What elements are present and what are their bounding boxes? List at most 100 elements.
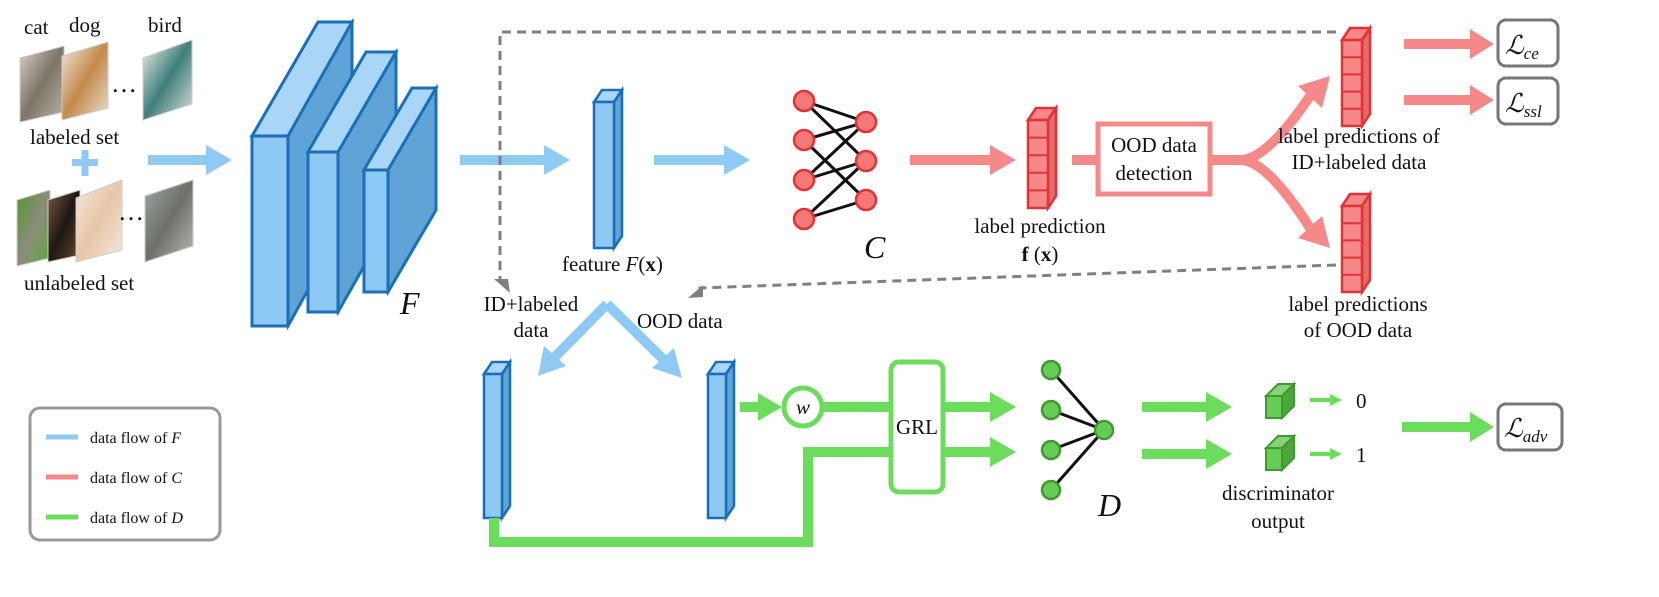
feature-label: feature F(x) bbox=[562, 252, 663, 276]
unlabeled-set-label: unlabeled set bbox=[24, 271, 134, 295]
legend-item-D: data flow of D bbox=[46, 510, 183, 527]
weight-symbol: w bbox=[796, 395, 810, 419]
label-prediction-vector bbox=[1025, 103, 1059, 213]
disc-output-line2: output bbox=[1251, 509, 1305, 533]
dashed-feedback-id-path bbox=[498, 30, 1336, 280]
cat-image bbox=[19, 45, 65, 123]
ood-detection-line2: detection bbox=[1116, 161, 1193, 185]
classifier-node bbox=[792, 207, 816, 231]
split-ood-label: OOD data bbox=[637, 309, 723, 333]
output-value-0: 0 bbox=[1356, 389, 1367, 413]
id-feature-vector bbox=[481, 357, 513, 523]
flow-grl-to-D-bottom bbox=[943, 437, 1016, 467]
split-id-label-line1: ID+labeled bbox=[484, 292, 579, 316]
ood-detection-line1: OOD data bbox=[1111, 133, 1197, 157]
classifier-node bbox=[854, 188, 878, 212]
grl-box: GRL bbox=[888, 359, 946, 495]
dashed-arrowhead-id bbox=[494, 279, 510, 293]
discriminator-node bbox=[1040, 479, 1062, 501]
legend-item-F: data flow of F bbox=[46, 430, 181, 447]
loss-ssl-label: ℒssl bbox=[1505, 89, 1542, 121]
class-label-dog: dog bbox=[69, 13, 101, 37]
flow-to-loss-ssl bbox=[1404, 85, 1494, 115]
flow-to-loss-adv bbox=[1402, 412, 1494, 442]
output-cube-1 bbox=[1263, 433, 1297, 473]
labeled-set-images: cat dog bird … labeled set bbox=[19, 13, 193, 149]
discriminator-node bbox=[1040, 359, 1062, 381]
legend-label-F: data flow of bbox=[90, 430, 171, 447]
legend-label-D: data flow of bbox=[90, 510, 171, 527]
legend-label-C: data flow of bbox=[90, 470, 171, 487]
split-id-label-line2: data bbox=[514, 318, 550, 342]
flow-D-to-output-bottom bbox=[1142, 439, 1232, 469]
F-symbol: F bbox=[399, 285, 420, 321]
disc-output-line1: discriminator bbox=[1222, 481, 1334, 505]
dog-image bbox=[47, 189, 81, 263]
classifier-node bbox=[854, 149, 878, 173]
D-symbol: D bbox=[1097, 487, 1121, 523]
label-prediction-formula: f (x) bbox=[1022, 242, 1059, 266]
output-value-1: 1 bbox=[1356, 443, 1367, 467]
legend: data flow of F data flow of C data flow … bbox=[28, 406, 222, 542]
arrowhead-to-id-predictions bbox=[1298, 76, 1330, 108]
legend-item-C: data flow of C bbox=[46, 470, 182, 487]
flow-ood-to-weight bbox=[740, 393, 782, 421]
ood-predictions-line2: of OOD data bbox=[1304, 318, 1413, 342]
output-cube-0 bbox=[1263, 381, 1297, 421]
ood-predictions-vector bbox=[1339, 189, 1373, 297]
cat-image bbox=[16, 189, 51, 267]
discriminator-node bbox=[1093, 419, 1115, 441]
flow-to-loss-ce bbox=[1404, 29, 1494, 59]
cat-image bbox=[75, 179, 123, 263]
grl-label: GRL bbox=[896, 415, 938, 439]
flow-F-to-feature bbox=[460, 145, 570, 175]
ood-feature-vector bbox=[705, 357, 737, 523]
dashed-arrowhead-ood bbox=[688, 285, 703, 298]
flow-split-arrows bbox=[548, 300, 670, 366]
plus-sign bbox=[72, 150, 98, 176]
ood-predictions-line1: label predictions bbox=[1288, 292, 1427, 316]
F-layer-3 bbox=[361, 84, 439, 297]
ood-detection-box: OOD data detection bbox=[1095, 121, 1213, 197]
class-label-cat: cat bbox=[24, 15, 49, 39]
flow-id-to-grl bbox=[489, 447, 890, 547]
classifier-node bbox=[792, 89, 816, 113]
weight-node: w bbox=[781, 385, 825, 429]
bird-image bbox=[142, 39, 193, 121]
loss-adv-box: ℒadv bbox=[1496, 402, 1564, 452]
class-label-bird: bird bbox=[148, 13, 182, 37]
small-arrow-to-0 bbox=[1310, 394, 1342, 406]
C-symbol: C bbox=[864, 229, 886, 265]
flow-feature-to-C bbox=[654, 145, 750, 175]
classifier-node bbox=[792, 128, 816, 152]
arrowhead-to-ood-features bbox=[652, 348, 682, 378]
labeled-ellipsis: … bbox=[111, 69, 137, 98]
discriminator-D: D bbox=[1040, 359, 1121, 523]
cat-image bbox=[144, 179, 194, 263]
loss-ssl-box: ℒssl bbox=[1496, 76, 1560, 126]
loss-adv-label: ℒadv bbox=[1504, 414, 1548, 446]
id-predictions-vector bbox=[1339, 23, 1373, 131]
dashed-feedback-ood-path bbox=[698, 263, 1337, 290]
flow-C-to-prediction bbox=[910, 145, 1016, 175]
id-predictions-line2: ID+labeled data bbox=[1292, 150, 1428, 174]
label-prediction-title: label prediction bbox=[974, 214, 1106, 238]
dog-image bbox=[61, 41, 109, 121]
feature-extractor-F: F bbox=[249, 18, 439, 331]
classifier-C: C bbox=[792, 89, 886, 265]
flow-ood-detection-split bbox=[1210, 93, 1315, 231]
arrowhead-to-id-features bbox=[538, 346, 566, 376]
flow-D-to-output-top bbox=[1142, 392, 1232, 422]
id-predictions-line1: label predictions of bbox=[1278, 124, 1440, 148]
labeled-set-label: labeled set bbox=[30, 125, 119, 149]
loss-ce-box: ℒce bbox=[1496, 18, 1560, 68]
flow-grl-to-D-top bbox=[943, 392, 1016, 422]
classifier-node bbox=[854, 110, 878, 134]
svg-text:data flow of F: data flow of F bbox=[90, 430, 181, 447]
discriminator-node bbox=[1040, 439, 1062, 461]
small-arrow-to-1 bbox=[1310, 448, 1342, 460]
classifier-node bbox=[792, 168, 816, 192]
flow-input-to-F bbox=[148, 145, 232, 175]
unlabeled-ellipsis: … bbox=[118, 197, 144, 226]
